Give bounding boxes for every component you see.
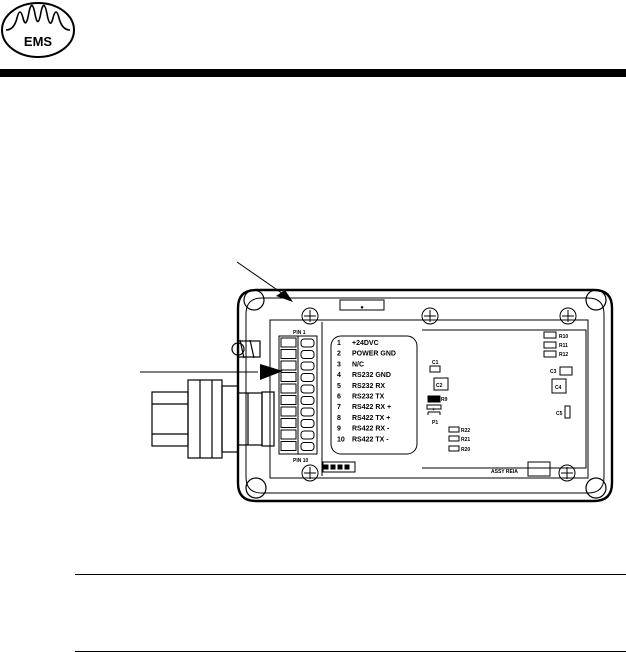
terminal-screw (281, 384, 296, 393)
pin-label: POWER GND (352, 351, 396, 358)
label-c4: C4 (555, 385, 562, 391)
terminal-screw (281, 361, 296, 370)
label-r20: R20 (461, 447, 470, 453)
pin-number: 8 (337, 415, 341, 422)
ems-logo: EMS (0, 0, 78, 60)
terminal-screw (281, 430, 296, 439)
label-c3: C3 (550, 369, 557, 375)
terminal-screw (281, 338, 296, 347)
terminal-wire-slot (301, 339, 314, 347)
terminal-screw (281, 350, 296, 359)
terminal-wire-slot (301, 443, 314, 451)
label-c1: C1 (432, 360, 439, 366)
terminal-wire-slot (301, 397, 314, 405)
label-plus: + (432, 407, 435, 413)
terminal-screw (281, 442, 296, 451)
pin-label: RS232 GND (352, 372, 391, 379)
pin-number: 10 (337, 436, 345, 443)
footer-rule-top (75, 574, 626, 575)
label-p1: P1 (432, 420, 438, 426)
pin10-label: PIN 10 (293, 458, 309, 464)
pin-number: 7 (337, 404, 341, 411)
terminal-screw (281, 396, 296, 405)
pin-label: RS422 TX + (352, 415, 390, 422)
pin-label: N/C (352, 361, 364, 368)
pin-number: 5 (337, 383, 341, 390)
pin-label: RS422 RX + (352, 404, 391, 411)
cable-gland (152, 340, 274, 458)
label-assy: ASSY REIA (491, 469, 518, 475)
pin-label: RS422 TX - (352, 436, 389, 443)
pin-label: RS232 RX (352, 383, 385, 390)
pin-label: RS422 RX - (352, 426, 390, 433)
enclosure-diagram: ● PIN 1 PIN 10 1 +24DVC 2 POWER GND (0, 250, 626, 510)
terminal-wire-slot (301, 374, 314, 382)
terminal-screw (281, 419, 296, 428)
pin-number: 4 (337, 372, 341, 379)
label-c2: C2 (436, 383, 443, 389)
mounting-screws (302, 308, 576, 481)
label-r12: R12 (559, 352, 568, 358)
terminal-wire-slot (301, 351, 314, 359)
terminal-wire-slot (301, 408, 314, 416)
hinge-mark: ● (360, 305, 364, 311)
pin-number: 3 (337, 361, 341, 368)
label-r10: R10 (559, 334, 568, 340)
label-r9: R9 (441, 397, 448, 403)
terminal-screw (281, 373, 296, 382)
pin1-label: PIN 1 (293, 330, 306, 336)
terminal-wire-slot (301, 362, 314, 370)
logo-text: EMS (24, 34, 53, 49)
label-r21: R21 (461, 437, 470, 443)
pin-number: 9 (337, 426, 341, 433)
pin-number: 2 (337, 351, 341, 358)
pin-label: RS232 TX (352, 394, 385, 401)
pin-number: 6 (337, 394, 341, 401)
label-r11: R11 (559, 343, 568, 349)
terminal-wire-slot (301, 431, 314, 439)
terminal-screw (281, 407, 296, 416)
label-r22: R22 (461, 428, 470, 434)
pin-number: 1 (337, 340, 341, 347)
pinout-card: 1 +24DVC 2 POWER GND 3 N/C 4 RS232 GND 5 RS232 RX… (331, 336, 417, 454)
terminal-wire-slot (301, 385, 314, 393)
header-rule (0, 69, 626, 77)
pin-label: +24DVC (352, 340, 379, 347)
terminal-block (279, 336, 317, 454)
terminal-wire-slot (301, 420, 314, 428)
label-c5: C5 (556, 411, 563, 417)
